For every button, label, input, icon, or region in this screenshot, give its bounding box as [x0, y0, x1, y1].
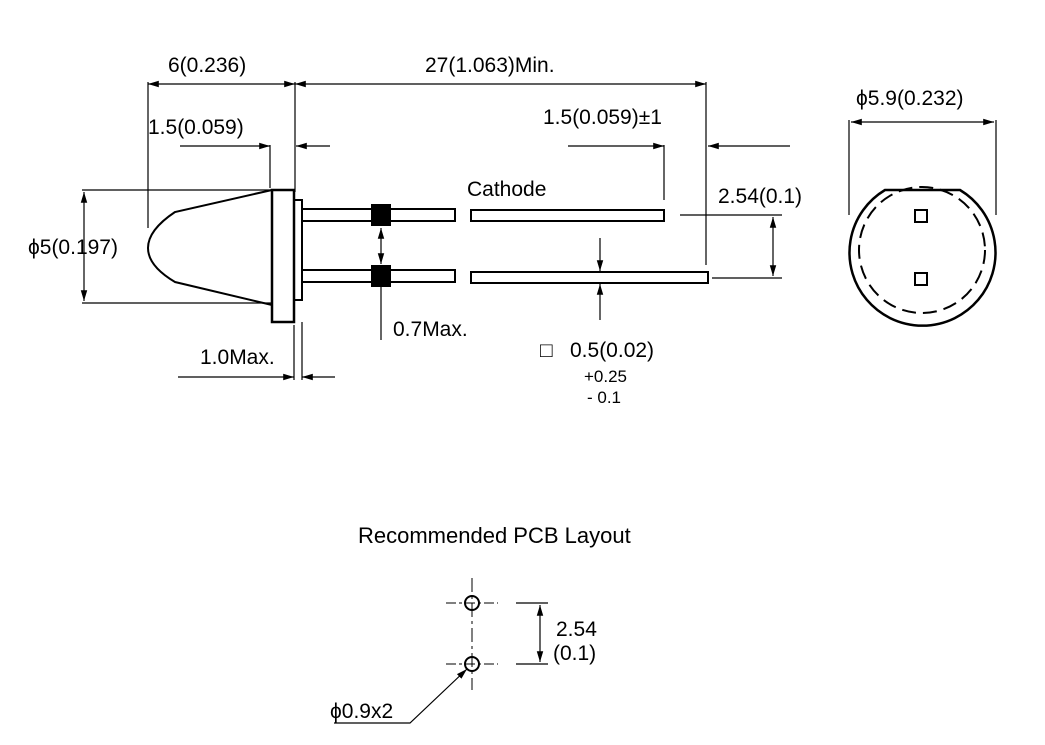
lead-square-top: [914, 209, 928, 223]
led-side-view: [146, 188, 709, 324]
flange-overhang-label: 1.0Max.: [200, 346, 275, 369]
lead-square-label: 0.5(0.02): [570, 339, 654, 362]
lead-length-label: 27(1.063)Min.: [425, 54, 555, 77]
pcb-layout: [334, 578, 548, 724]
pcb-hole-spec: ϕ0.9x2: [330, 700, 393, 723]
lead-square-symbol: □: [540, 339, 553, 362]
upper-lead-near: [301, 208, 373, 222]
lead-square-bottom: [914, 272, 928, 286]
flange-thickness-label: 1.5(0.059): [148, 116, 244, 139]
standoff-label: 0.7Max.: [393, 318, 468, 341]
lead-tol-plus-label: +0.25: [584, 367, 627, 386]
body-diameter-label: ϕ5(0.197): [28, 236, 118, 259]
cathode-label: Cathode: [467, 178, 546, 201]
pcb-layout-title: Recommended PCB Layout: [358, 523, 631, 548]
overall-length-label: 6(0.236): [168, 54, 246, 77]
pcb-hole-2: [464, 656, 480, 672]
dimension-lines: [80, 80, 790, 381]
lead-tol-minus-label: - 0.1: [587, 388, 621, 407]
flange-outline: [848, 188, 997, 327]
dome-outline-dashed: [858, 186, 986, 314]
lead-end-gap-label: 1.5(0.059)±1: [543, 106, 662, 129]
flange-diameter-label: ϕ5.9(0.232): [856, 87, 964, 110]
lead-pitch-label: 2.54(0.1): [718, 185, 802, 208]
lower-lead-far: [470, 271, 709, 284]
upper-lead-standoff: [371, 204, 391, 226]
led-dome-body: [146, 189, 273, 306]
lower-lead-mid: [389, 269, 456, 283]
upper-lead-mid: [389, 208, 456, 222]
pcb-pitch-value: 2.54: [556, 618, 597, 641]
upper-lead-far: [470, 209, 665, 222]
led-flange-step: [293, 199, 303, 301]
led-flange: [270, 188, 296, 324]
led-end-view: [848, 118, 997, 327]
pcb-hole-1: [464, 595, 480, 611]
pcb-pitch-inch: (0.1): [553, 642, 596, 665]
lower-lead-near: [301, 269, 373, 283]
lower-lead-standoff: [371, 265, 391, 287]
